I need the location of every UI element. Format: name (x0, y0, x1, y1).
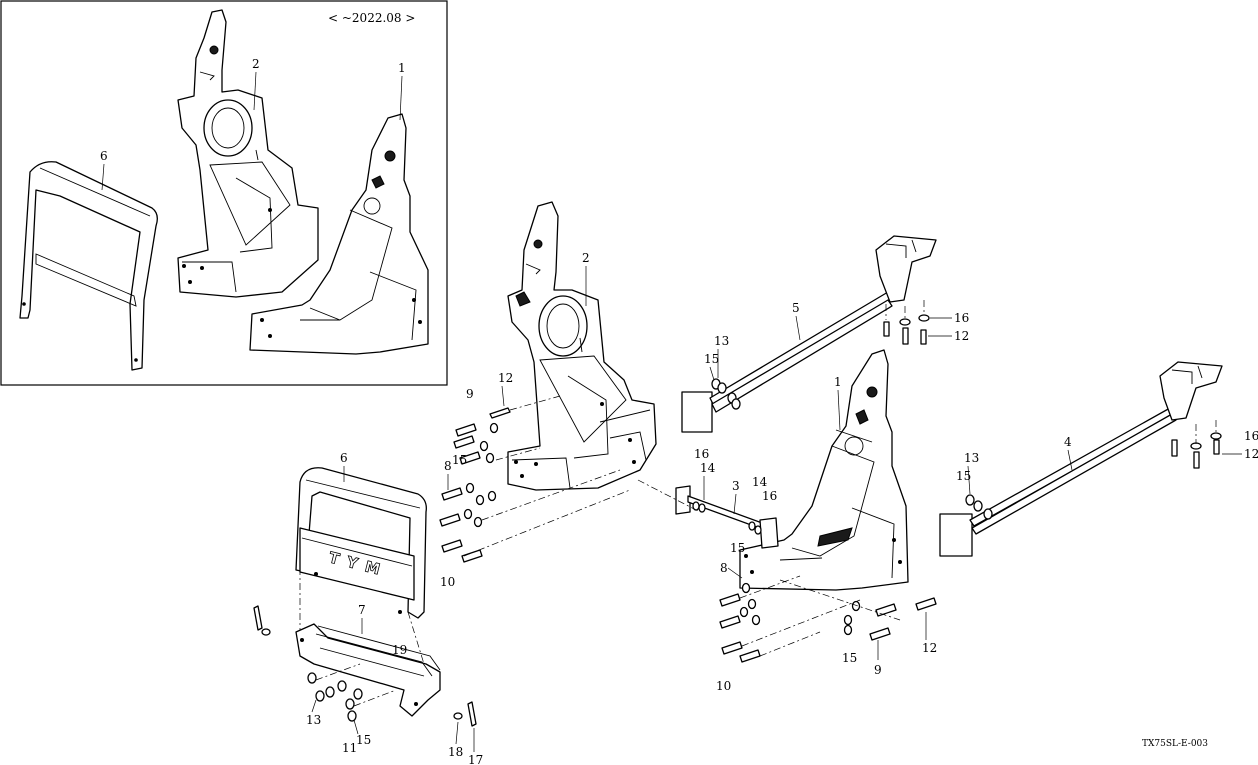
drawing-code: TX75SL-E-003 (1142, 739, 1208, 749)
callout-2: 2 (582, 251, 590, 265)
bolts-plate-7 (253, 605, 477, 727)
inset-bracket-1 (249, 113, 429, 355)
inset-bracket-2 (177, 9, 319, 298)
inset-label-2: 2 (252, 57, 260, 71)
nuts-4-plate (965, 494, 993, 520)
callout-18: 18 (448, 745, 463, 759)
callout-19: 19 (392, 643, 407, 657)
callout-17: 17 (468, 753, 483, 765)
bolts-bracket-2 (439, 395, 701, 563)
inset-leader-6 (101, 163, 105, 191)
inset-panel: < ~2022.08 > 2 (0, 0, 448, 386)
inset-leader-2 (253, 71, 257, 111)
inset-date-note: < ~2022.08 > (328, 11, 415, 25)
callout-7: 7 (358, 603, 366, 617)
callout-16-b: 16 (1244, 429, 1258, 443)
callout-12-c: 12 (498, 371, 513, 385)
callout-13-c: 13 (306, 713, 321, 727)
callout-1: 1 (834, 375, 842, 389)
bottom-plate-7 (295, 568, 441, 717)
support-bar-5 (681, 235, 937, 433)
callout-12-b: 12 (1244, 447, 1258, 461)
tie-rod-3 (675, 485, 779, 549)
callout-16-a: 16 (954, 311, 969, 325)
callout-15-e: 15 (842, 651, 857, 665)
callout-14-b: 14 (752, 475, 768, 489)
bracket-2 (507, 201, 657, 491)
callout-15-a: 15 (704, 352, 719, 366)
bolts-5-end (883, 300, 930, 345)
front-guard-6: TYM (295, 467, 427, 619)
nuts-5-plate (711, 378, 741, 410)
callout-15-d: 15 (730, 541, 745, 555)
leader-4 (1067, 449, 1073, 471)
callout-12-a: 12 (954, 329, 969, 343)
callout-13-b: 13 (964, 451, 979, 465)
bolts-4-end (1171, 420, 1222, 469)
callout-16-d: 16 (762, 489, 777, 503)
callout-12-d: 12 (922, 641, 937, 655)
callout-13-a: 13 (714, 334, 729, 348)
callout-8-b: 8 (720, 561, 728, 575)
callout-10-a: 10 (440, 575, 455, 589)
callout-4: 4 (1064, 435, 1072, 449)
support-bar-4 (939, 361, 1223, 557)
inset-leader-1 (399, 75, 403, 121)
inset-label-1: 1 (398, 61, 406, 75)
bolts-bracket-1 (719, 575, 937, 663)
callout-14-a: 14 (700, 461, 716, 475)
callout-6: 6 (340, 451, 348, 465)
callout-5: 5 (792, 301, 800, 315)
callout-11: 11 (342, 741, 357, 755)
inset-label-6: 6 (100, 149, 108, 163)
callout-15-f: 15 (356, 733, 371, 747)
callout-16-c: 16 (694, 447, 709, 461)
callout-8-a: 8 (444, 459, 452, 473)
leader-1 (837, 389, 841, 431)
inset-front-guard-6 (19, 161, 158, 371)
callout-10-b: 10 (716, 679, 731, 693)
callout-9-a: 9 (466, 387, 474, 401)
leader-5 (795, 315, 801, 341)
bracket-1 (739, 349, 909, 591)
callout-15-b: 15 (956, 469, 971, 483)
callout-3: 3 (732, 479, 740, 493)
callout-15-c: 15 (452, 453, 467, 467)
callout-9-b: 9 (874, 663, 882, 677)
